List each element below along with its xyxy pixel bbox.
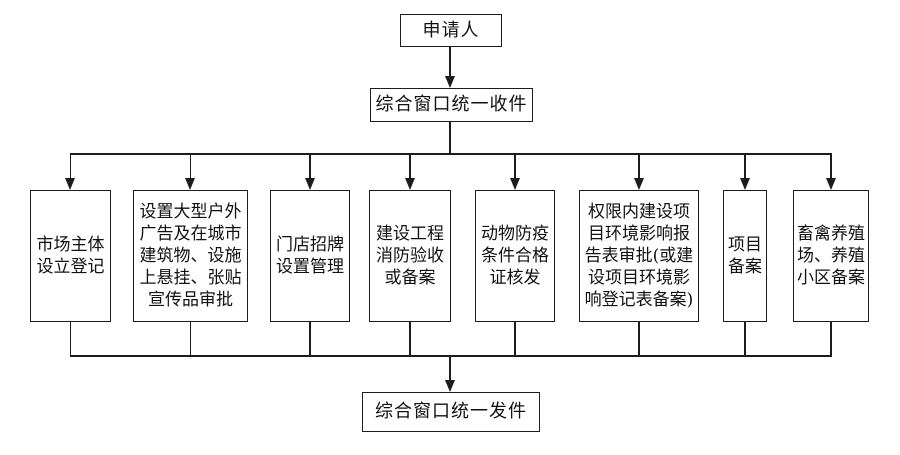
node-branch-environmental-impact-approval: 权限内建设项 目环境影响报 告表审批(或建 设项目环境影 响登记表备案) bbox=[579, 190, 699, 322]
branch-drop-connector bbox=[514, 153, 516, 180]
branch-stub-connector bbox=[309, 322, 311, 357]
connector-intake-stem bbox=[449, 122, 451, 155]
branch-stub-connector bbox=[409, 322, 411, 357]
branch-drop-connector bbox=[309, 153, 311, 180]
node-applicant: 申请人 bbox=[400, 14, 502, 47]
branch-stub-connector bbox=[189, 322, 192, 357]
arrow-down-icon bbox=[185, 178, 195, 190]
node-branch-outdoor-ad-approval: 设置大型户外 广告及在城市 建筑物、设施 上悬挂、张贴 宣传品审批 bbox=[133, 190, 248, 322]
node-intake: 综合窗口统一收件 bbox=[370, 88, 533, 122]
branch-stub-connector bbox=[514, 322, 516, 357]
node-branch-project-filing: 项目 备案 bbox=[723, 190, 767, 322]
node-branch-fire-inspection-filing: 建设工程 消防验收 或备案 bbox=[369, 190, 451, 322]
distribution-bus-line bbox=[69, 153, 832, 155]
arrow-down-icon bbox=[509, 178, 520, 190]
connector-merge-dispatch bbox=[449, 355, 451, 381]
arrow-down-icon bbox=[444, 380, 455, 392]
branch-stub-connector bbox=[744, 322, 746, 357]
branch-drop-connector bbox=[638, 153, 640, 180]
branch-stub-connector bbox=[69, 322, 72, 357]
branch-drop-connector bbox=[830, 153, 832, 180]
arrow-down-icon bbox=[304, 178, 315, 190]
node-branch-animal-epidemic-certificate: 动物防疫 条件合格 证核发 bbox=[475, 190, 555, 322]
arrow-down-icon bbox=[825, 178, 836, 190]
node-branch-livestock-farm-filing: 畜禽养殖 场、养殖 小区备案 bbox=[793, 190, 869, 322]
branch-drop-connector bbox=[409, 153, 411, 180]
arrow-down-icon bbox=[739, 178, 750, 190]
branch-drop-connector bbox=[189, 153, 192, 180]
branch-stub-connector bbox=[830, 322, 832, 357]
branch-drop-connector bbox=[69, 153, 72, 180]
arrow-down-icon bbox=[404, 178, 415, 190]
arrow-down-icon bbox=[633, 178, 644, 190]
branch-drop-connector bbox=[744, 153, 746, 180]
arrow-down-icon bbox=[444, 76, 455, 88]
node-branch-market-entity-registration: 市场主体 设立登记 bbox=[30, 190, 111, 322]
arrow-down-icon bbox=[65, 178, 75, 190]
connector-applicant-intake bbox=[449, 47, 451, 78]
branch-stub-connector bbox=[638, 322, 640, 357]
merge-bus-line bbox=[69, 355, 832, 357]
node-dispatch: 综合窗口统一发件 bbox=[362, 392, 540, 432]
node-branch-shop-sign-management: 门店招牌 设置管理 bbox=[270, 190, 350, 322]
